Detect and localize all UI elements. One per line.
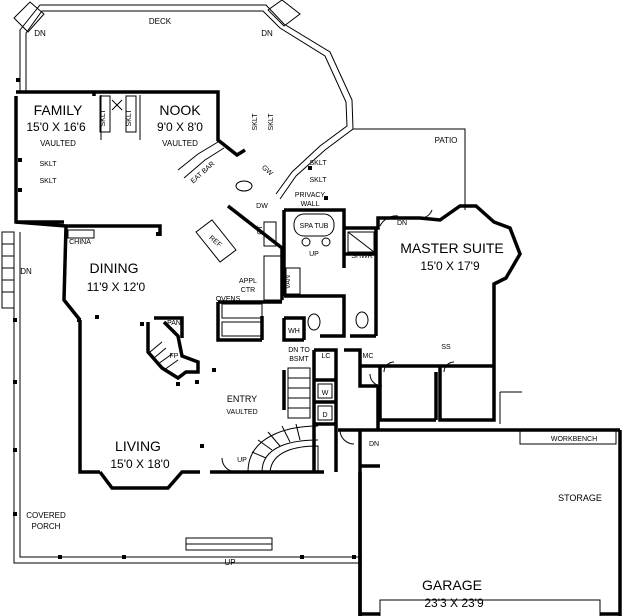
fp-label: FP: [170, 353, 179, 360]
entry-name: ENTRY: [227, 394, 257, 404]
living-west-wall: [78, 320, 100, 474]
master-dn-label: DN: [397, 220, 407, 227]
china-cabinet: [67, 229, 95, 239]
nook-bay-wall: [210, 90, 246, 158]
family-room-name: FAMILY: [34, 102, 83, 118]
fixtures: [67, 95, 455, 473]
shwr-label: SHWR: [351, 253, 372, 260]
kitchen-wall: [226, 204, 284, 300]
nook-name: NOOK: [159, 102, 201, 118]
porch-stairs-left: [1, 231, 15, 309]
spa-up-label: UP: [309, 251, 319, 258]
porch-outline-inner: [19, 232, 362, 558]
walls: [14, 90, 622, 616]
gw-label: GW: [260, 164, 274, 177]
master-suite-name: MASTER SUITE: [400, 240, 503, 256]
shower: [347, 231, 375, 253]
dn-to-bsmt-1: DN TO: [288, 347, 310, 354]
living-name: LIVING: [115, 438, 161, 454]
storage-name: STORAGE: [558, 493, 602, 503]
nook-note: VAULTED: [162, 139, 198, 148]
spa-wall: [284, 208, 346, 268]
ct-label: CT: [257, 225, 264, 235]
privacy-wall-label-2: WALL: [301, 201, 320, 208]
privacy-wall-label-1: PRIVACY: [295, 192, 326, 199]
mc-label: MC: [363, 353, 374, 360]
patio-label: PATIO: [435, 136, 458, 145]
garage-dn-label: DN: [369, 441, 379, 448]
spa-tub-label: SPA TUB: [300, 223, 329, 230]
master-suite-dims: 15'0 X 17'9: [420, 259, 480, 273]
deck-outline: [19, 4, 354, 200]
ovens-label: OVENS: [216, 296, 241, 303]
patio-outline: [353, 128, 466, 210]
porch-up-label: UP: [224, 558, 235, 567]
workbench-label: WORKBENCH: [551, 436, 597, 443]
dryer-label: D: [322, 412, 327, 419]
dn-to-bsmt-2: BSMT: [289, 356, 309, 363]
curved-staircase: [247, 425, 319, 473]
sklt-kitchen-1: SKLT: [252, 113, 259, 131]
sklt-nook-2: SKLT: [126, 109, 133, 127]
covered-porch-2: PORCH: [32, 522, 61, 531]
room-labels: FAMILY 15'0 X 16'6 VAULTED NOOK 9'0 X 8'…: [26, 102, 602, 610]
entry-note: VAULTED: [226, 409, 257, 416]
nook-dims: 9'0 X 8'0: [157, 120, 203, 134]
dining-wall: [66, 224, 162, 236]
ref-label: REF: [207, 235, 222, 249]
garage-name: GARAGE: [422, 577, 482, 593]
lc-label: LC: [322, 353, 331, 360]
sklt-kitchen-4: SKLT: [310, 177, 328, 184]
china-label: CHINA: [69, 239, 91, 246]
dining-dims: 11'9 X 12'0: [87, 280, 146, 294]
sklt-nook-1: SKLT: [100, 109, 107, 127]
appl-ctr-label-1: APPL: [239, 278, 257, 285]
washer-label: W: [322, 390, 329, 397]
deck-dn-left: DN: [34, 29, 46, 38]
garage-door-outline: [379, 599, 601, 616]
deck-label: DECK: [149, 17, 172, 26]
eat-bar-counter: [177, 141, 219, 171]
dw-label: DW: [256, 203, 268, 210]
toilet: [355, 311, 369, 329]
living-bay: [98, 470, 200, 490]
deck-outline-inner: [25, 10, 348, 195]
van-label: VAN: [285, 275, 292, 289]
deck-dn-right: DN: [261, 29, 273, 38]
wh-label: WH: [288, 328, 300, 335]
ss-label: SS: [441, 344, 451, 351]
dining-name: DINING: [90, 260, 139, 276]
family-room-note: VAULTED: [40, 139, 76, 148]
cooktop: [263, 221, 277, 247]
deck-corner-left: [13, 1, 45, 33]
porch-dn-label: DN: [20, 267, 32, 276]
sklt-family-2: SKLT: [40, 178, 58, 185]
covered-porch-1: COVERED: [26, 511, 66, 520]
appl-ctr-label-2: CTR: [241, 287, 255, 294]
family-room-dims: 15'0 X 16'6: [26, 120, 86, 134]
porch-outline: [13, 232, 362, 564]
kitchen-sink: [235, 180, 253, 192]
kitchen-island: [195, 219, 237, 263]
sklt-kitchen-2: SKLT: [268, 113, 275, 131]
living-dims: 15'0 X 18'0: [110, 457, 170, 471]
pan-label: PAN: [167, 320, 181, 327]
ovens: [221, 303, 263, 319]
eat-bar-label: EAT BAR: [190, 160, 216, 185]
spa-tub: [293, 213, 335, 237]
entry-up-label: UP: [237, 457, 247, 464]
sklt-family-1: SKLT: [40, 161, 58, 168]
master-suite-wall: [344, 204, 522, 366]
sklt-kitchen-3: SKLT: [310, 160, 328, 167]
garage-dims: 23'3 X 23'9: [424, 596, 484, 610]
deck-corner-right: [267, 0, 301, 27]
fireplace-wall: [146, 320, 200, 381]
